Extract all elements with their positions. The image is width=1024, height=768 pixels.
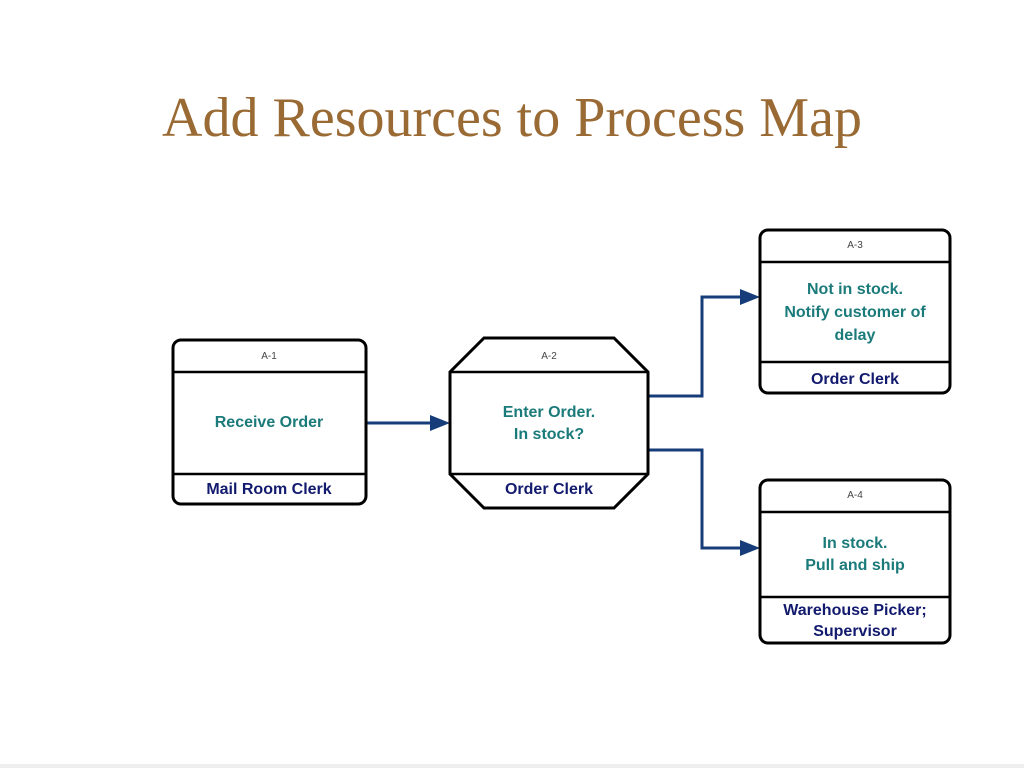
edge-a2-a3 [648,295,742,398]
node-a4-activity-line-2: Pull and ship [805,557,905,574]
node-a3-activity-line-1: Not in stock. [807,281,903,298]
node-a1-id: A-1 [261,351,277,362]
node-a4-box [758,478,952,645]
node-a2-box [448,336,650,510]
node-a1-resource-line-1: Mail Room Clerk [206,481,331,498]
node-a4-activity-line-1: In stock. [823,535,888,552]
node-a2-id: A-2 [541,351,557,362]
node-a3-activity-line-3: delay [835,327,876,344]
node-a3-activity-line-2: Notify customer of [784,304,926,321]
node-a2-activity-line-2: In stock? [514,426,584,443]
slide-title: Add Resources to Process Map [162,87,862,149]
node-a4-resource-line-2: Supervisor [813,623,897,640]
arrowhead-a2-a3 [740,289,760,305]
connectors [367,289,760,556]
node-a2-activity-line-1: Enter Order. [503,404,595,421]
arrowhead-a1-a2 [430,415,450,431]
node-a1-activity-line-1: Receive Order [215,414,324,431]
node-a1-box [171,338,368,506]
node-a3-box [758,228,952,395]
node-a1[interactable]: A-1 Receive Order Mail Room Clerk [171,338,368,506]
node-a3[interactable]: A-3 Not in stock. Notify customer of del… [758,228,952,395]
node-a4[interactable]: A-4 In stock. Pull and ship Warehouse Pi… [758,478,952,645]
node-a3-id: A-3 [847,240,863,251]
edge-a2-a4 [648,448,742,550]
node-a2[interactable]: A-2 Enter Order. In stock? Order Clerk [448,336,650,510]
node-a4-id: A-4 [847,490,863,501]
node-a3-resource-line-1: Order Clerk [811,371,899,388]
node-a2-resource-line-1: Order Clerk [505,481,593,498]
arrowhead-a2-a4 [740,540,760,556]
slide-bottom-rule [0,764,1024,768]
node-a4-resource-line-1: Warehouse Picker; [783,602,926,619]
